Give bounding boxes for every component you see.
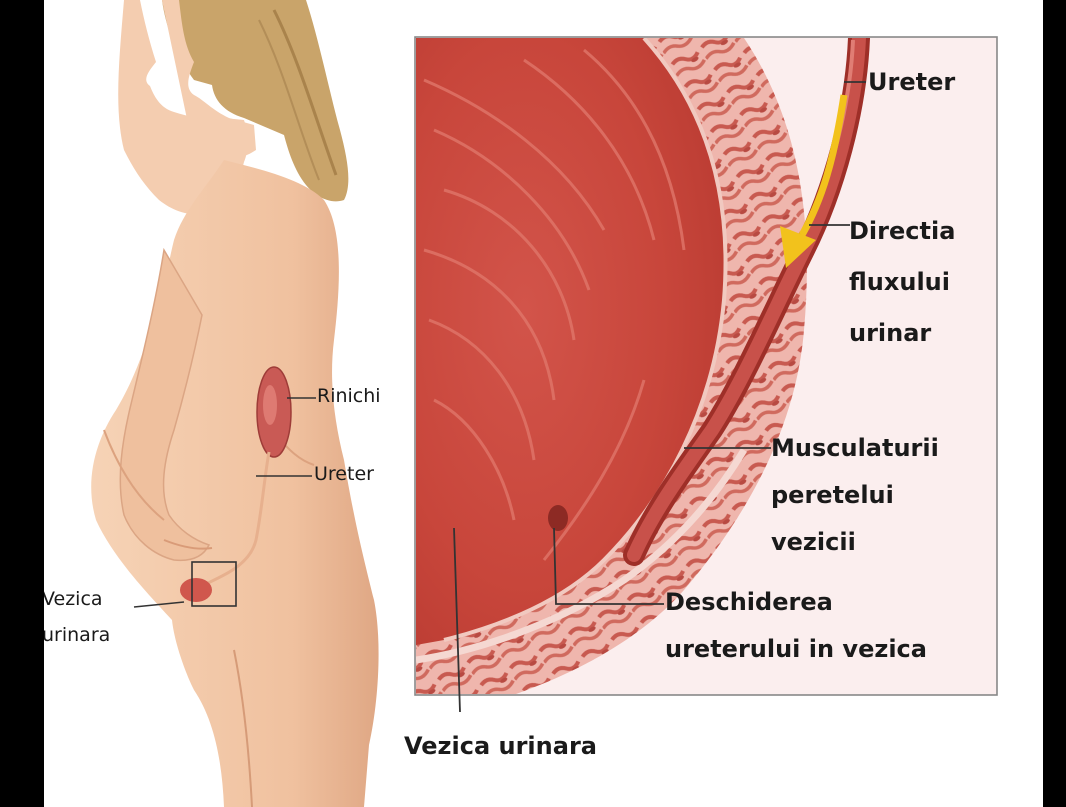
- label-vezica-small-1: Vezica: [44, 588, 103, 610]
- right-black-bar: [1043, 0, 1066, 807]
- label-ureter-small: Ureter: [314, 463, 374, 485]
- label-directia-1: Directia: [849, 211, 955, 252]
- small-bladder: [180, 578, 212, 602]
- label-directia-2: fluxului: [849, 262, 950, 303]
- label-rinichi: Rinichi: [317, 385, 381, 407]
- label-deschiderea-1: Deschiderea: [665, 582, 833, 623]
- label-vezica-small-2: urinara: [44, 624, 110, 646]
- illustration-canvas: Rinichi Ureter Vezica urinara Ureter Dir…: [44, 0, 1043, 807]
- label-deschiderea-2: ureterului in vezica: [665, 629, 927, 670]
- label-musculaturii-1: Musculaturii: [771, 428, 939, 469]
- label-musculaturii-3: vezicii: [771, 522, 856, 563]
- anatomy-drawing: [44, 0, 1043, 807]
- label-directia-3: urinar: [849, 313, 931, 354]
- label-vezica-big: Vezica urinara: [404, 726, 597, 767]
- label-ureter-big: Ureter: [868, 62, 955, 103]
- label-musculaturii-2: peretelui: [771, 475, 894, 516]
- ureter-opening: [548, 505, 568, 531]
- left-black-bar: [0, 0, 44, 807]
